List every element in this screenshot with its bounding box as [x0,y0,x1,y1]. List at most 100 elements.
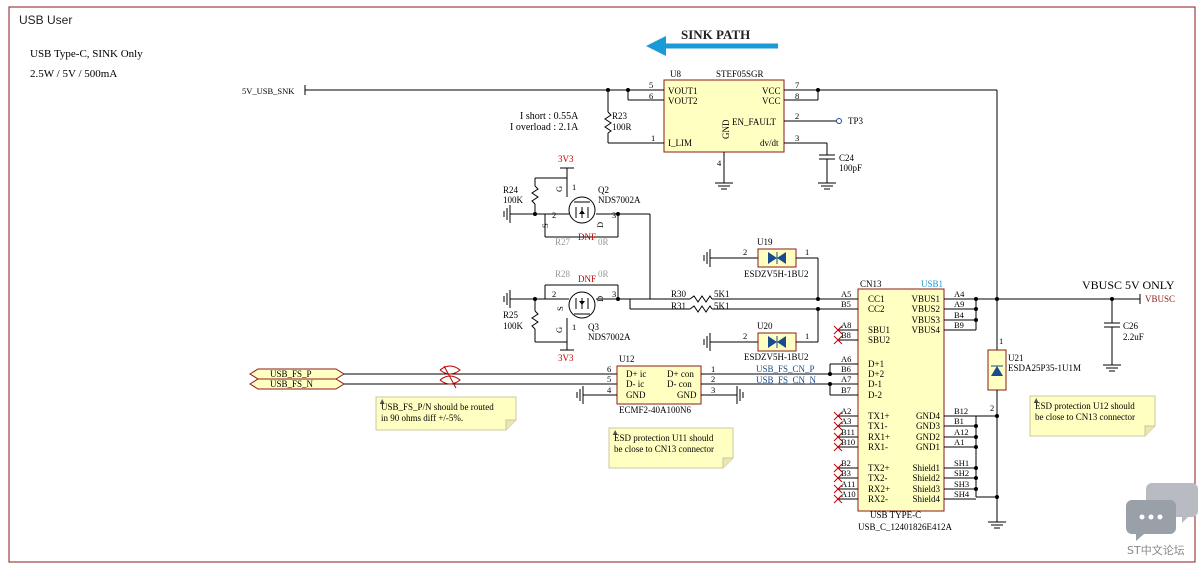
cn13-pin-b8: SBU2 [868,335,890,345]
cn13-pin-num-b2: B2 [841,458,851,468]
sheet-title: USB User [19,13,72,27]
r28-value: 0R [598,269,609,279]
no-connect-icon [833,432,843,442]
u12-ground-left-icon [576,386,584,404]
r24-value: 100K [503,195,524,205]
u12-num-6: 6 [607,364,611,374]
u8-num-1: 1 [651,133,655,143]
u8-pin-vcc2: VCC [762,96,781,106]
u12-num-1: 1 [711,364,715,374]
q2-ref: Q2 [598,185,609,195]
q2-mosfet[interactable] [568,196,596,224]
no-connect-icon [833,421,843,431]
sheet-border [8,6,1196,563]
cn13-pin-b3: TX2- [868,473,888,483]
u12-part: ECMF2-40A100N6 [619,405,692,415]
cn13-pin-num-b4: B4 [954,310,965,320]
cn13-pin-num-b7: B7 [841,385,851,395]
q3-pin2: 2 [552,289,556,299]
q3-gate-label: G [554,327,564,333]
u20-ref: U20 [757,321,773,331]
usb-fs-p-label: USB_FS_P [270,369,312,379]
r28-ref: R28 [555,269,571,279]
r25-resistor[interactable] [531,310,539,330]
usb-fs-cn-p-label: USB_FS_CN_P [756,364,815,374]
u8-num-4: 4 [717,158,722,168]
cn13-pin-num-a11: A11 [841,479,855,489]
tp3-testpoint[interactable] [836,118,842,124]
q2-pin2: 2 [552,210,556,220]
usb-fs-n-label: USB_FS_N [270,379,314,389]
cn13-pin-a11: RX2+ [868,484,890,494]
u12-ground-right-icon [736,386,744,404]
r31-resistor[interactable] [689,305,713,313]
sink-path-label: SINK PATH [681,27,750,42]
r23-resistor[interactable] [604,111,612,134]
cn13-pin-a2: TX1+ [868,411,890,421]
u12-num-5: 5 [607,374,611,384]
watermark-text: ST中文论坛 [1127,543,1185,557]
main-ground-icon [988,521,1006,529]
spec-line-2: 2.5W / 5V / 500mA [30,68,117,80]
no-connect-icon [833,494,843,504]
u12-ecmf-filter[interactable] [616,365,702,405]
u8-pin-vout1: VOUT1 [668,86,698,96]
q3-drain-label: D [595,296,605,302]
cn13-pin-b11: RX1+ [868,432,890,442]
u19-part: ESDZV5H-1BU2 [744,269,809,279]
cn13-pin-num-sh1: SH1 [954,458,969,468]
cn13-pin-b7: D-2 [868,390,882,400]
cn13-pin-a1: GND1 [916,442,940,452]
net-5v-usb-snk: 5V_USB_SNK [242,86,295,96]
r24-ref: R24 [503,185,519,195]
cn13-label: USB TYPE-C [870,510,921,520]
u21-tvs-diode[interactable] [987,349,1007,391]
cn13-pin-b5: CC2 [868,304,885,314]
cn13-pin-num-b1: B1 [954,416,964,426]
usb-fs-cn-n-label: USB_FS_CN_N [756,375,817,385]
cn13-pin-b1: GND3 [916,421,940,431]
cn13-pin-a9: VBUS2 [911,304,940,314]
cn13-pin-sh4: Shield4 [912,494,940,504]
u19-ground-icon [703,249,711,267]
c24-ground-icon [818,182,836,190]
tp3-label: TP3 [848,116,864,126]
cn13-usb-c-connector[interactable] [857,288,945,512]
q2-ground-icon [503,205,511,223]
cn13-pin-b9: VBUS4 [911,325,940,335]
u8-num-7: 7 [795,80,799,90]
c24-value: 100pF [839,163,862,173]
q3-ground-icon [503,290,511,308]
svg-text:▲: ▲ [378,396,386,406]
r25-ref: R25 [503,310,519,320]
cn13-pin-b2: TX2+ [868,463,890,473]
q2-power: 3V3 [558,154,574,164]
r30-resistor[interactable] [689,295,713,303]
ishort-text: I short : 0.55A [520,111,579,122]
r24-resistor[interactable] [531,185,539,205]
q3-mosfet[interactable] [568,291,596,319]
c26-ground-icon [1103,364,1121,372]
u21-part: ESDA25P35-1U1M [1008,363,1081,373]
cn13-pin-num-a6: A6 [841,354,851,364]
no-connect-icon [833,442,843,452]
u20-esd-diode[interactable] [757,332,797,352]
q3-power: 3V3 [558,353,574,363]
cn13-pin-a12: GND2 [916,432,940,442]
u19-esd-diode[interactable] [757,248,797,268]
ioverload-text: I overload : 2.1A [510,122,579,133]
u8-num-2: 2 [795,111,799,121]
cn13-pin-sh2: Shield2 [912,473,940,483]
no-connect-icon [833,463,843,473]
u19-pin1: 1 [805,247,809,257]
q3-ref: Q3 [588,322,599,332]
forum-chat-icon [1126,483,1198,541]
u8-pin-ilim: I_LIM [668,138,692,148]
cn13-pin-a4: VBUS1 [911,294,940,304]
u8-regulator[interactable]: U8 STEF05SGR VOUT1 VOUT2 I_LIM VCC VCC E… [663,69,785,153]
u12-pin-dpcon: D+ con [667,369,694,379]
q2-drain-label: D [595,222,605,228]
c24-ref: C24 [839,153,855,163]
